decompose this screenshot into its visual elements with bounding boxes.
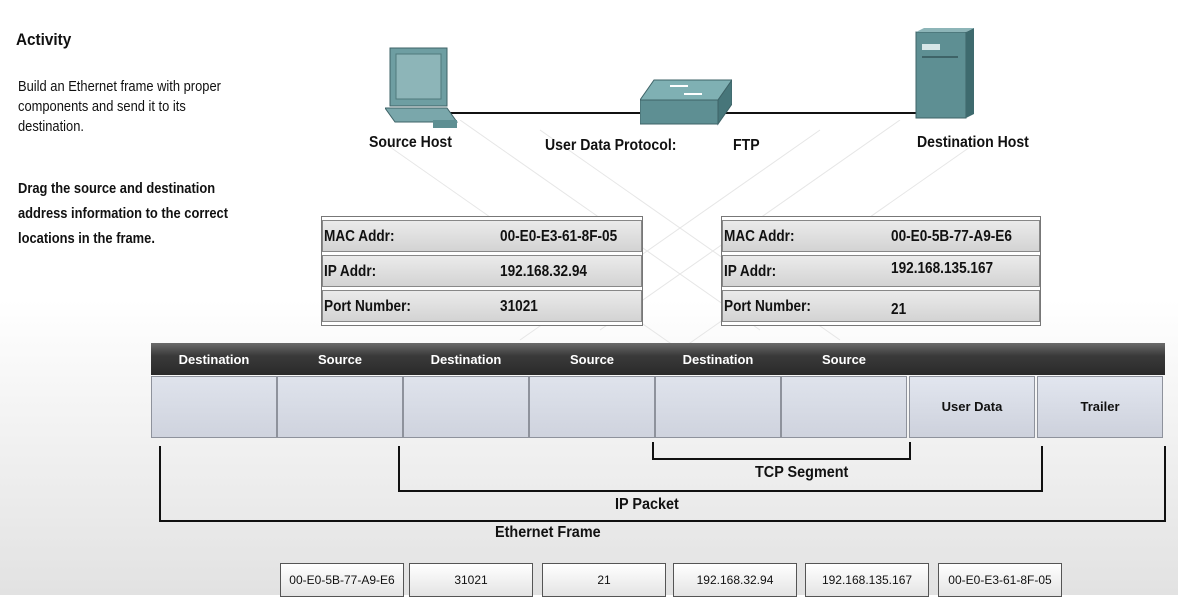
- computer-icon[interactable]: [385, 44, 465, 130]
- slot-trailer: Trailer: [1037, 376, 1163, 438]
- slot-ip-source[interactable]: [529, 376, 655, 438]
- chip-mac-address[interactable]: 00-E0-5B-77-A9-E6: [280, 563, 404, 597]
- header-mac-source: Source: [317, 352, 363, 367]
- destination-port-value: 21: [891, 301, 907, 318]
- chip-ip-address[interactable]: 192.168.135.167: [805, 563, 929, 597]
- server-icon[interactable]: [912, 28, 978, 122]
- port-label: Port Number:: [724, 298, 811, 315]
- header-port-source: Source: [821, 352, 867, 367]
- source-port-row[interactable]: Port Number: 31021: [322, 290, 642, 322]
- destination-mac-value: 00-E0-5B-77-A9-E6: [891, 228, 1012, 245]
- slot-mac-destination[interactable]: [151, 376, 277, 438]
- activity-instruction: Drag the source and destination address …: [18, 180, 229, 247]
- destination-ip-row[interactable]: IP Addr: 192.168.135.167: [722, 255, 1040, 287]
- source-port-value: 31021: [500, 298, 538, 315]
- activity-title: Activity: [16, 30, 72, 49]
- port-label: Port Number:: [324, 298, 411, 315]
- mac-label: MAC Addr:: [324, 228, 395, 245]
- source-ip-value: 192.168.32.94: [500, 263, 587, 280]
- slot-user-data: User Data: [909, 376, 1035, 438]
- mac-label: MAC Addr:: [724, 228, 795, 245]
- source-mac-row[interactable]: MAC Addr: 00-E0-E3-61-8F-05: [322, 220, 642, 252]
- ethernet-frame-slots: User Data Trailer: [151, 376, 1165, 438]
- frame-header-bar: Destination Source Destination Source De…: [151, 343, 1165, 375]
- chip-mac-address[interactable]: 00-E0-E3-61-8F-05: [938, 563, 1062, 597]
- trailer-label: Trailer: [1080, 399, 1120, 414]
- ip-packet-bracket: [398, 446, 1043, 492]
- activity-description: Build an Ethernet frame with proper comp…: [18, 78, 221, 135]
- destination-mac-row[interactable]: MAC Addr: 00-E0-5B-77-A9-E6: [722, 220, 1040, 252]
- protocol-label: User Data Protocol:: [545, 137, 677, 154]
- ethernet-frame-bracket: [159, 446, 1166, 522]
- slot-port-destination[interactable]: [655, 376, 781, 438]
- source-info-table: MAC Addr: 00-E0-E3-61-8F-05 IP Addr: 192…: [321, 216, 643, 326]
- header-ip-destination: Destination: [430, 352, 502, 367]
- tcp-segment-bracket: [652, 442, 911, 460]
- source-host-label: Source Host: [369, 134, 452, 151]
- tcp-segment-label: TCP Segment: [755, 464, 849, 481]
- destination-info-table: MAC Addr: 00-E0-5B-77-A9-E6 IP Addr: 192…: [721, 216, 1041, 326]
- source-ip-row[interactable]: IP Addr: 192.168.32.94: [322, 255, 642, 287]
- ip-packet-label: IP Packet: [615, 496, 679, 513]
- slot-ip-destination[interactable]: [403, 376, 529, 438]
- destination-host-label: Destination Host: [917, 134, 1029, 151]
- header-port-destination: Destination: [682, 352, 754, 367]
- header-mac-destination: Destination: [178, 352, 250, 367]
- chip-port-number[interactable]: 31021: [409, 563, 533, 597]
- user-data-label: User Data: [941, 399, 1003, 414]
- ip-label: IP Addr:: [724, 263, 777, 280]
- source-mac-value: 00-E0-E3-61-8F-05: [500, 228, 618, 245]
- header-ip-source: Source: [569, 352, 615, 367]
- ethernet-frame-label: Ethernet Frame: [495, 524, 601, 541]
- switch-icon[interactable]: [640, 74, 732, 130]
- chip-port-number[interactable]: 21: [542, 563, 666, 597]
- chip-ip-address[interactable]: 192.168.32.94: [673, 563, 797, 597]
- destination-ip-value: 192.168.135.167: [891, 260, 994, 277]
- destination-port-row[interactable]: Port Number: 21: [722, 290, 1040, 322]
- ip-label: IP Addr:: [324, 263, 377, 280]
- slot-port-source[interactable]: [781, 376, 907, 438]
- slot-mac-source[interactable]: [277, 376, 403, 438]
- protocol-value: FTP: [733, 137, 760, 154]
